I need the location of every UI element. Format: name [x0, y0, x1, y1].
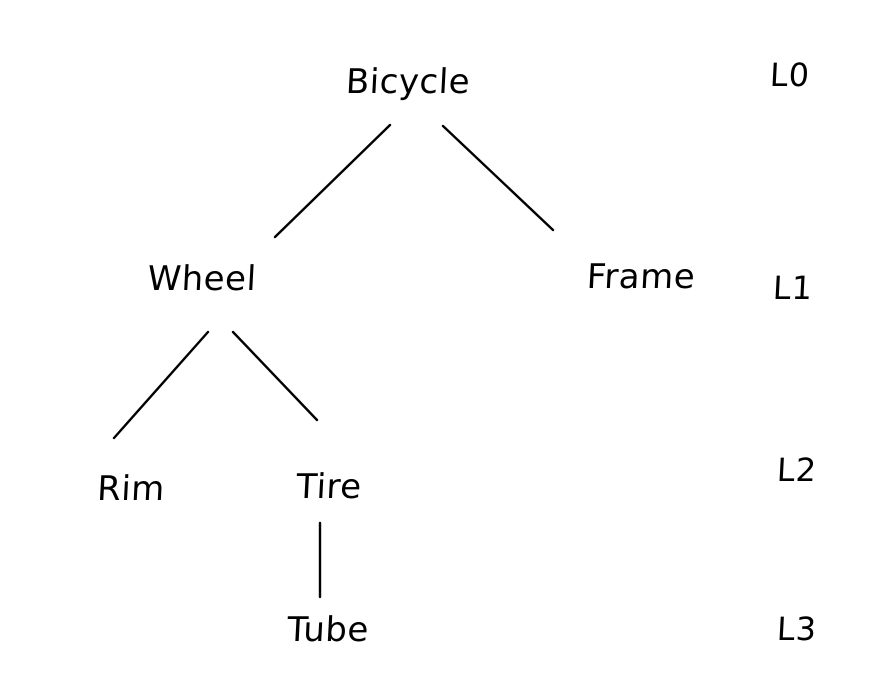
- edge-bicycle-frame: [441, 124, 555, 232]
- edge-wheel-rim: [112, 330, 210, 440]
- level-label-l2: L2: [775, 451, 819, 489]
- node-frame[interactable]: Frame: [585, 257, 697, 297]
- node-tire[interactable]: Tire: [295, 467, 363, 507]
- level-label-l1: L1: [771, 269, 815, 307]
- edge-bicycle-wheel: [273, 123, 392, 239]
- edge-wheel-tire: [231, 330, 319, 422]
- level-label-l3: L3: [775, 610, 819, 648]
- node-wheel[interactable]: Wheel: [146, 259, 258, 299]
- level-label-l0: L0: [768, 56, 812, 94]
- node-tube[interactable]: Tube: [286, 610, 370, 650]
- node-bicycle[interactable]: Bicycle: [344, 62, 472, 102]
- node-rim[interactable]: Rim: [96, 469, 166, 509]
